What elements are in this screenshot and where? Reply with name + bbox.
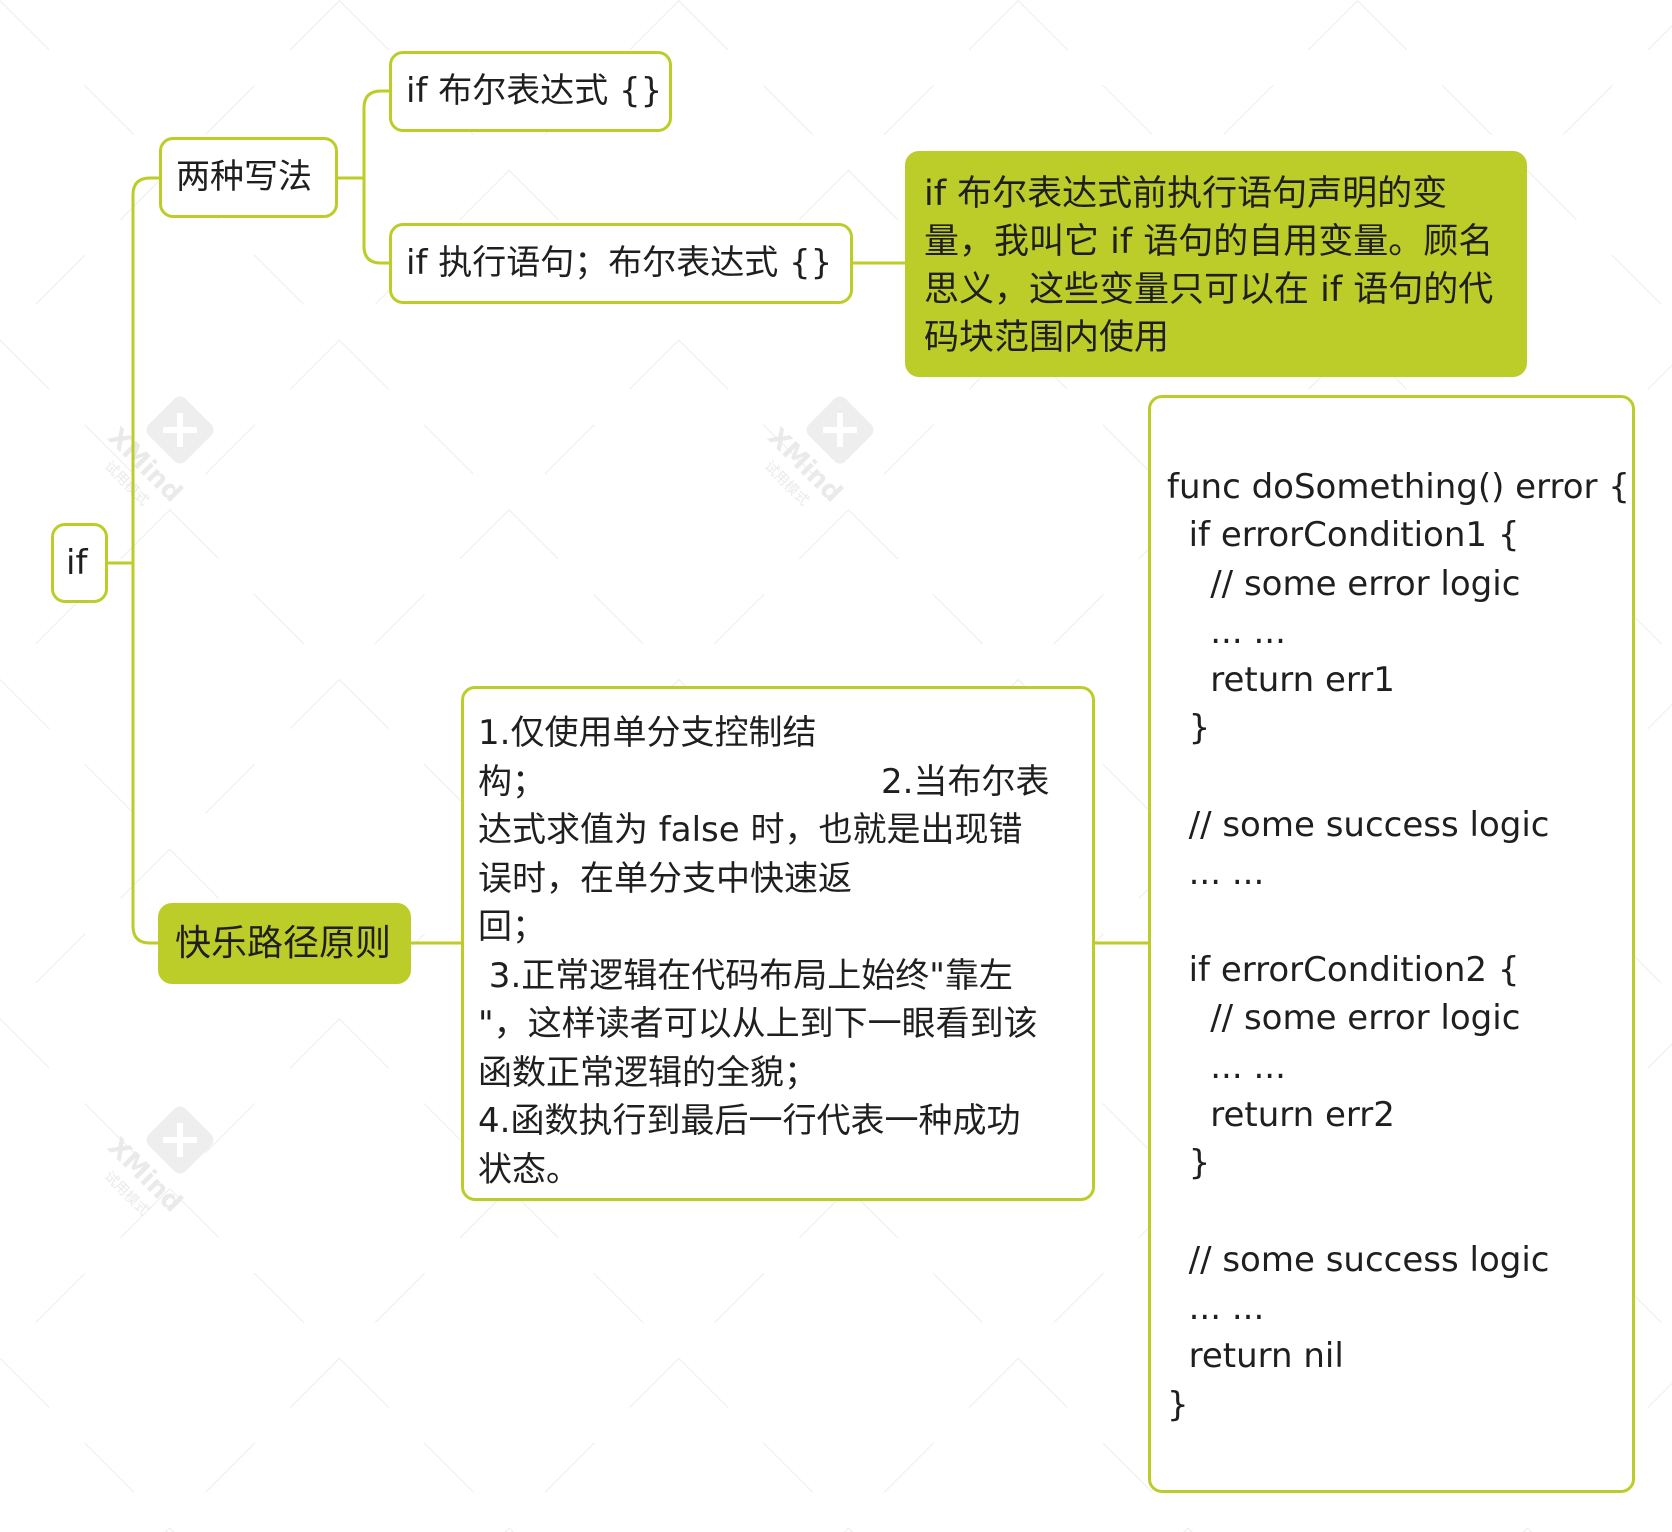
subtopic-code-example[interactable]: func doSomething() error { if errorCondi…	[1148, 395, 1635, 1493]
subtopic-form-a-label: if 布尔表达式 {}	[406, 71, 663, 111]
rules-line: 3.正常逻辑在代码布局上始终"靠左	[478, 955, 1013, 996]
root-node-label: if	[66, 543, 88, 583]
code-line: ... ...	[1167, 1288, 1265, 1329]
note-self-scoped-variables[interactable]: if 布尔表达式前执行语句声明的变 量，我叫它 if 语句的自用变量。顾名 思义…	[905, 151, 1527, 377]
topic-happy-path[interactable]: 快乐路径原则	[158, 903, 411, 984]
code-line: ... ...	[1167, 611, 1286, 652]
code-line: return err2	[1167, 1094, 1395, 1135]
rules-line: "，这样读者可以从上到下一眼看到该	[478, 1004, 1038, 1044]
rules-line: 函数正常逻辑的全貌；	[478, 1052, 818, 1093]
note-line: 量，我叫它 if 语句的自用变量。顾名	[924, 222, 1494, 262]
code-line: func doSomething() error {	[1167, 467, 1630, 507]
subtopic-happy-path-rules[interactable]: 1.仅使用单分支控制结 构； 2.当布尔表 达式求值为 false 时，也就是出…	[461, 686, 1095, 1201]
code-line: ... ...	[1167, 853, 1265, 894]
code-line: // some success logic	[1167, 1239, 1550, 1280]
subtopic-form-a[interactable]: if 布尔表达式 {}	[389, 51, 672, 132]
code-line: if errorCondition1 {	[1167, 515, 1520, 556]
code-line	[1167, 1187, 1618, 1235]
topic-two-ways-label: 两种写法	[176, 157, 312, 197]
code-line: // some success logic	[1167, 805, 1550, 846]
code-line: // some error logic	[1167, 563, 1521, 604]
code-line: ... ...	[1167, 1046, 1286, 1087]
subtopic-form-b-label: if 执行语句；布尔表达式 {}	[406, 243, 833, 283]
rules-line: 构； 2.当布尔表	[478, 761, 1050, 802]
code-line: return err1	[1167, 660, 1395, 701]
code-line	[1167, 898, 1618, 946]
subtopic-form-b[interactable]: if 执行语句；布尔表达式 {}	[389, 223, 853, 304]
rules-line: 误时，在单分支中快速返	[478, 858, 852, 899]
code-line: if errorCondition2 {	[1167, 949, 1520, 990]
code-line: // some error logic	[1167, 998, 1521, 1039]
rules-line: 达式求值为 false 时，也就是出现错	[478, 810, 1023, 850]
root-node[interactable]: if	[51, 523, 108, 603]
topic-happy-path-label: 快乐路径原则	[175, 923, 392, 964]
code-line: return nil	[1167, 1336, 1344, 1377]
note-line: if 布尔表达式前执行语句声明的变	[924, 174, 1448, 214]
note-line: 码块范围内使用	[924, 318, 1170, 358]
note-line: 思义，这些变量只可以在 if 语句的代	[924, 270, 1494, 310]
rules-line: 4.函数执行到最后一行代表一种成功	[478, 1101, 1021, 1141]
connector-root-trunk	[108, 176, 159, 945]
rules-line: 状态。	[478, 1149, 580, 1190]
connector-two-ways-forms	[338, 89, 389, 265]
code-line: }	[1167, 708, 1211, 749]
topic-two-ways[interactable]: 两种写法	[159, 137, 338, 218]
code-line: }	[1167, 1143, 1211, 1184]
code-line: }	[1167, 1384, 1189, 1425]
rules-line: 回；	[478, 907, 546, 947]
rules-line: 1.仅使用单分支控制结	[478, 713, 817, 753]
code-line	[1167, 753, 1618, 801]
